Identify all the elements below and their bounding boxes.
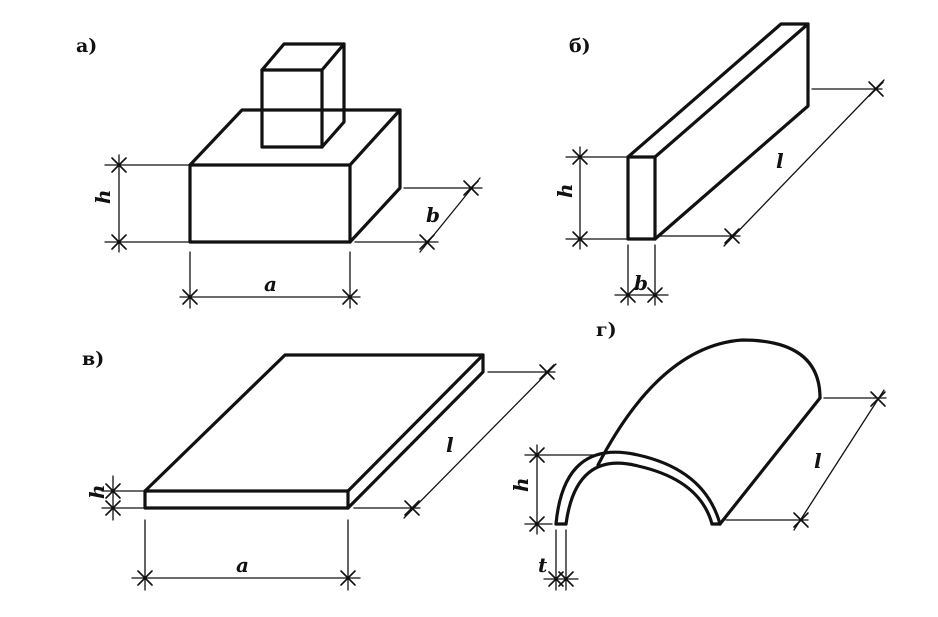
dim-b-beam: b [614,244,669,306]
dim-h-beam-label: h [553,183,577,198]
dim-a-label: a [264,272,277,296]
dim-h-slab: h [85,475,144,521]
dim-b-label: b [426,203,440,227]
dim-l-beam-label: l [776,149,784,173]
dim-h-shell-label: h [509,477,533,492]
shell-body [554,338,822,526]
panel-g-shell: г) h [509,319,887,591]
dim-l-shell-label: l [814,449,822,473]
dim-b-foundation: b [354,177,483,253]
dim-t-shell-label: t [538,553,548,577]
dim-h-foundation: h [91,154,189,253]
dim-h-slab-label: h [85,484,109,499]
panel-g-label: г) [596,319,617,341]
panel-v-label: в) [82,348,104,370]
slab-body [143,353,485,510]
panel-a-foundation: а) h a [76,35,483,309]
dim-l-slab-label: l [446,433,454,457]
dim-h-shell: h [509,444,601,535]
foundation-base-block [188,108,402,244]
panel-b-beam: б) h b [553,22,885,306]
beam-body [626,22,810,241]
dim-h-beam: h [553,146,627,250]
dim-b-beam-label: b [634,271,648,295]
panel-b-label: б) [569,35,591,57]
dim-a-foundation: a [179,251,361,309]
dim-l-beam: l [659,79,885,247]
dim-l-shell: l [725,389,887,531]
panel-v-slab: в) h a [82,348,557,591]
dim-t-shell: t [538,529,579,591]
dim-h-label: h [91,189,115,204]
dim-a-slab-label: a [236,553,249,577]
dim-l-slab: l [353,363,557,519]
column-stub [260,42,346,149]
panel-a-label: а) [76,35,97,57]
dim-a-slab: a [131,519,361,591]
